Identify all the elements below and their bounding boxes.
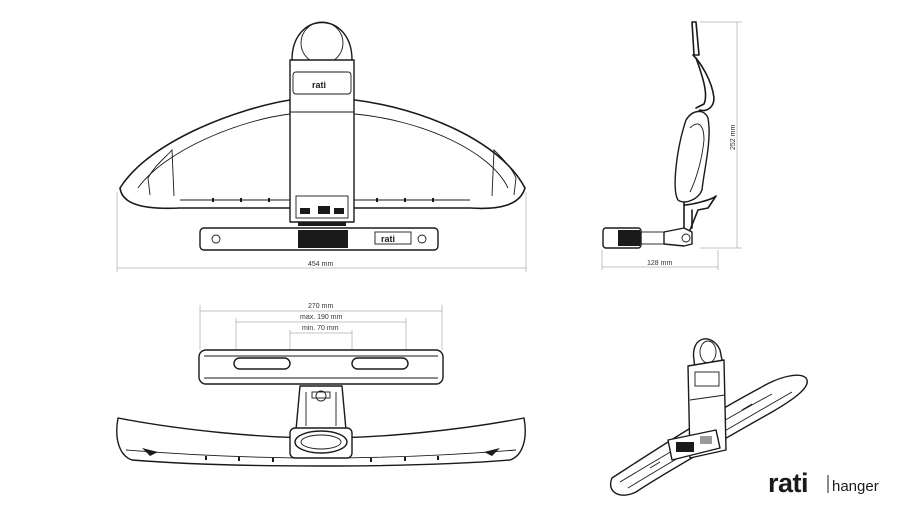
clamp-logo: rati xyxy=(381,234,395,244)
side-view: 128 mm 252 mm xyxy=(601,21,742,270)
side-depth-label: 128 mm xyxy=(647,260,672,267)
top-view: 270 mm max. 190 mm min. 70 mm xyxy=(116,303,526,467)
top-max-label: max. 190 mm xyxy=(300,314,343,321)
bar-holes xyxy=(212,198,434,202)
front-width-label: 454 mm xyxy=(308,261,333,268)
isometric-view xyxy=(609,338,808,496)
side-height-label: 252 mm xyxy=(730,125,737,150)
top-width-dimension: 270 mm xyxy=(199,303,443,350)
brand-mark: rati hanger xyxy=(768,468,879,498)
side-depth-dimension: 128 mm xyxy=(601,250,719,270)
brand-wordmark: rati xyxy=(768,468,808,498)
front-view: rati rati 454 mm xyxy=(116,21,527,272)
top-min-label: min. 70 mm xyxy=(302,325,339,332)
hook-logo: rati xyxy=(312,80,326,90)
brand-product: hanger xyxy=(832,478,879,495)
side-height-dimension: 252 mm xyxy=(700,21,742,249)
front-width-dimension: 454 mm xyxy=(116,192,527,272)
top-width-label: 270 mm xyxy=(308,303,333,310)
